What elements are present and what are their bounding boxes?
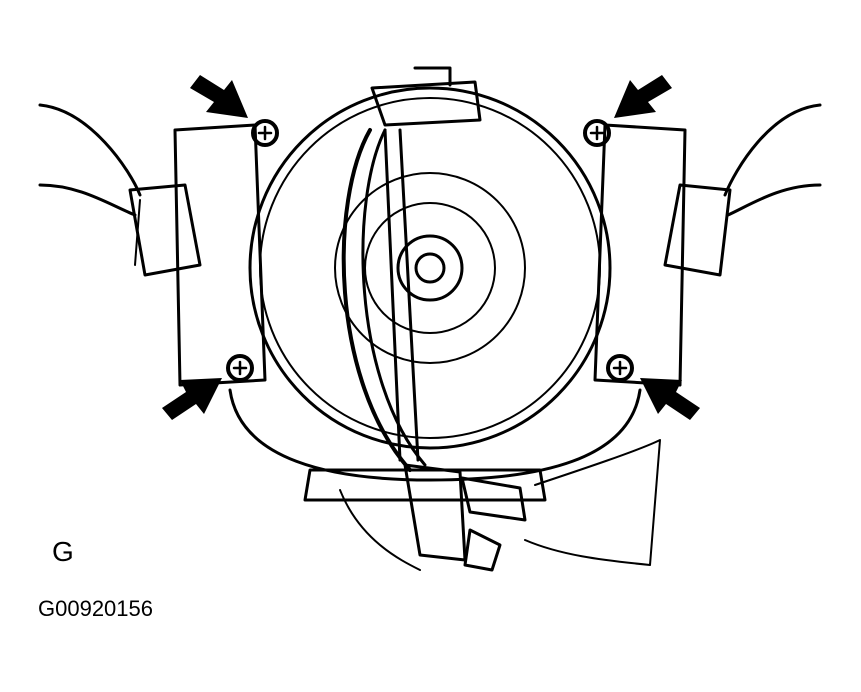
arrow-top-left-icon [190, 75, 248, 118]
connector [339, 439, 661, 572]
view-letter: G [52, 536, 74, 567]
right-stalk [593, 103, 822, 387]
arrow-bottom-left-icon [162, 378, 222, 420]
wire-harness [341, 128, 427, 472]
screw-bottom-left [226, 354, 254, 382]
left-stalk [38, 103, 267, 387]
lower-housing [228, 388, 642, 482]
screw-top-right [583, 119, 611, 147]
figure-code: G00920156 [38, 596, 153, 621]
screw-top-left [251, 119, 279, 147]
arrow-top-right-icon [614, 75, 672, 118]
screw-bottom-right [606, 354, 634, 382]
arrow-bottom-right-icon [640, 378, 700, 420]
spiral-cable-ring [248, 66, 612, 450]
